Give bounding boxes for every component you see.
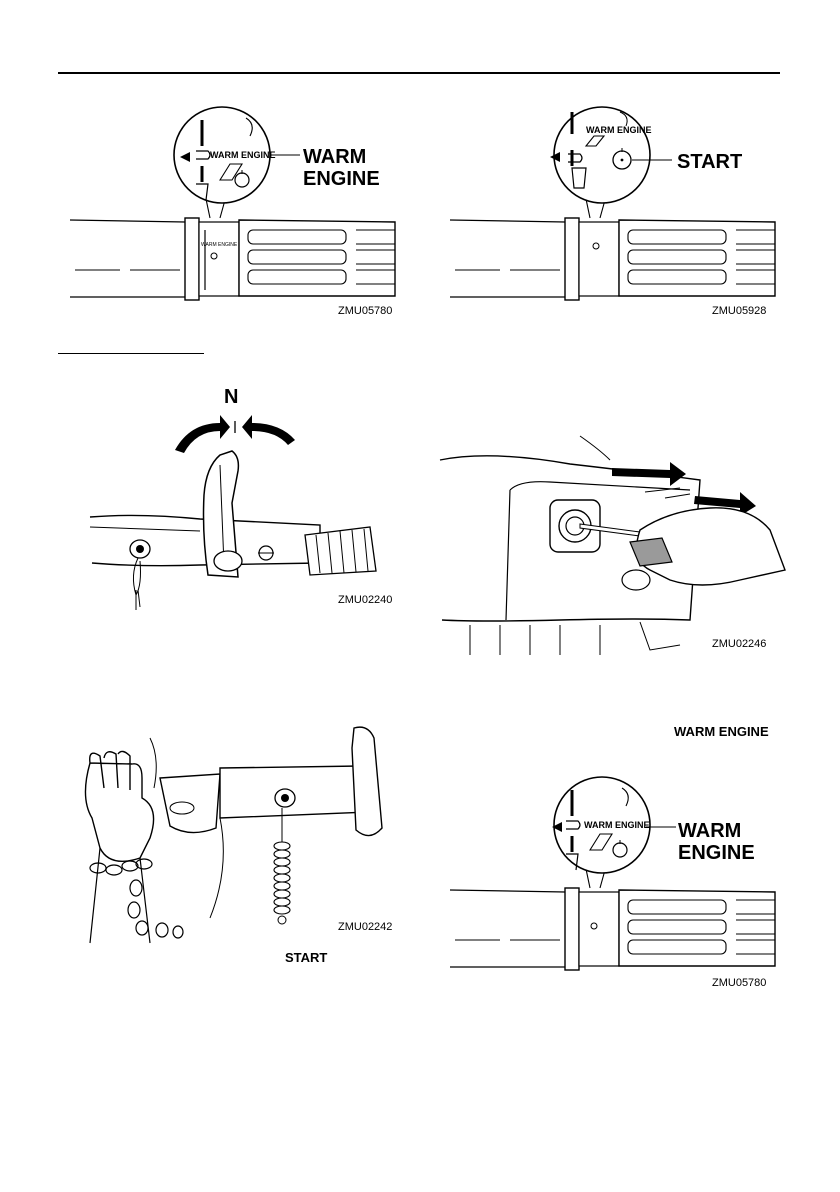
fig6-dial-text: WARM ENGINE (584, 820, 650, 830)
fig6-code: ZMU05780 (712, 977, 766, 989)
lanyard-wrist-illustration (70, 718, 405, 943)
shift-lever-neutral-illustration (80, 385, 400, 615)
fig1-dial-text: WARM ENGINE (210, 150, 276, 160)
fig6-callout-label: WARM ENGINE (678, 820, 768, 864)
fig2-code: ZMU05928 (712, 305, 766, 317)
throttle-grip-warm-illustration: WARM ENGINE WARM ENGINE (60, 100, 400, 310)
fig2-callout-label: START (677, 151, 742, 173)
fig4-code: ZMU02246 (712, 638, 766, 650)
header-rule (58, 72, 780, 74)
fig5-code: ZMU02242 (338, 921, 392, 933)
start-caption: START (285, 950, 327, 965)
fig3-code: ZMU02240 (338, 594, 392, 606)
fig1-code: ZMU05780 (338, 305, 392, 317)
throttle-grip-warm-repeat-illustration: WARM ENGINE (440, 770, 780, 980)
warm-engine-caption: WARM ENGINE (674, 724, 769, 739)
fig2-dial-text: WARM ENGINE (586, 125, 652, 135)
section-underline (58, 353, 204, 354)
svg-text:WARM ENGINE: WARM ENGINE (201, 242, 238, 248)
neutral-marker-label: N (224, 386, 238, 409)
throttle-grip-start-illustration: WARM ENGINE (440, 100, 780, 310)
fig1-callout-label: WARM ENGINE (303, 146, 393, 190)
key-insertion-illustration (440, 430, 790, 660)
